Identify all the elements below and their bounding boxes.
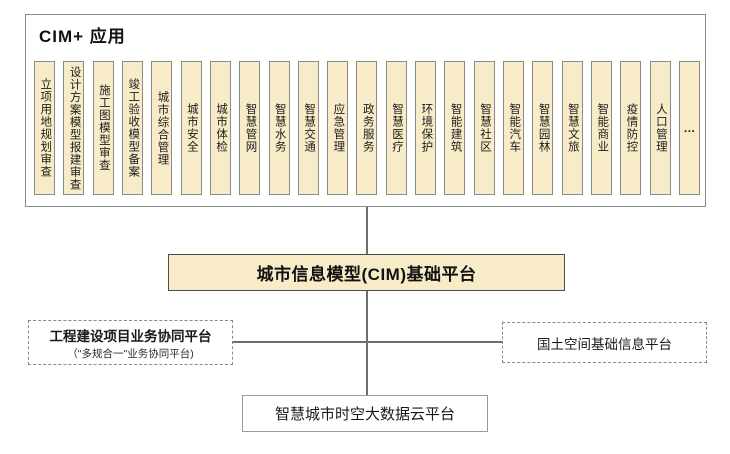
project-collaboration-platform-subtitle: （"多规合一"业务协同平台) — [67, 347, 194, 360]
app-bar: 政务服务 — [356, 61, 378, 195]
smart-city-cloud-platform-box: 智慧城市时空大数据云平台 — [242, 395, 488, 432]
app-bar: 智能汽车 — [503, 61, 524, 195]
app-bar: 环境保护 — [415, 61, 437, 195]
app-bars-row: 立项用地规划审查 设计方案模型报建审查 施工图模型审查 竣工验收模型备案 城市综… — [34, 61, 700, 196]
app-bar: 疫情防控 — [620, 61, 642, 195]
app-bar: 智慧水务 — [268, 61, 290, 195]
app-bar-label: 智能商业 — [596, 103, 609, 153]
app-bar-label: 环境保护 — [420, 103, 433, 153]
app-bar-label: 智慧医疗 — [391, 103, 403, 153]
app-bar-label: 政务服务 — [361, 103, 374, 153]
cim-base-platform-label: 城市信息模型(CIM)基础平台 — [256, 265, 477, 284]
app-bar-label: 施工图模型审查 — [97, 84, 110, 172]
app-bar-label: 疫情防控 — [625, 103, 638, 153]
app-bar: 智慧园林 — [532, 61, 554, 195]
app-bar: 智慧社区 — [473, 61, 495, 195]
project-collaboration-platform-title: 工程建设项目业务协同平台 — [49, 328, 212, 344]
app-bar: 人口管理 — [649, 61, 671, 195]
app-bar: 智慧文旅 — [561, 61, 583, 195]
app-bar-label: 智慧园林 — [537, 103, 550, 153]
app-bar-label: 城市综合管理 — [156, 90, 169, 166]
connector-platform-to-cloud — [366, 291, 368, 395]
app-bar-label: 智慧水务 — [273, 103, 286, 153]
app-bar: 城市综合管理 — [151, 61, 173, 195]
cim-apps-title: CIM+ 应用 — [39, 27, 126, 46]
connector-apps-to-platform — [366, 207, 368, 254]
app-bar-label: 城市体检 — [215, 103, 228, 153]
territorial-spatial-platform-box: 国土空间基础信息平台 — [502, 322, 707, 363]
cim-apps-container: CIM+ 应用 立项用地规划审查 设计方案模型报建审查 施工图模型审查 竣工验收… — [25, 14, 706, 207]
app-bar: 立项用地规划审查 — [34, 61, 55, 195]
app-bar: 竣工验收模型备案 — [121, 61, 143, 195]
app-bar-label: 智能汽车 — [508, 103, 521, 153]
app-bar-label: 城市安全 — [185, 103, 198, 153]
app-bar-label: 竣工验收模型备案 — [127, 78, 140, 178]
app-bar: 设计方案模型报建审查 — [63, 61, 85, 195]
app-bar-label: 智慧交通 — [303, 103, 316, 153]
app-bar: 城市安全 — [180, 61, 202, 195]
cim-base-platform-box: 城市信息模型(CIM)基础平台 — [168, 254, 565, 291]
app-bar: 城市体检 — [209, 61, 231, 195]
app-bar: 智慧医疗 — [385, 61, 407, 195]
app-bar-label: 智能建筑 — [449, 103, 462, 153]
app-bar-label: … — [683, 121, 696, 135]
app-bar: 智能商业 — [590, 61, 612, 195]
app-bar: 智慧交通 — [297, 61, 319, 195]
app-bar-label: 设计方案模型报建审查 — [68, 65, 81, 191]
app-bar: 智慧管网 — [239, 61, 261, 195]
app-bar-label: 智慧管网 — [244, 103, 257, 153]
project-collaboration-platform-box: 工程建设项目业务协同平台 （"多规合一"业务协同平台) — [28, 320, 233, 365]
smart-city-cloud-platform-label: 智慧城市时空大数据云平台 — [274, 406, 455, 423]
app-bar-label: 人口管理 — [654, 103, 667, 153]
connector-left-to-right-platform — [233, 341, 502, 343]
app-bar: 施工图模型审查 — [92, 61, 114, 195]
territorial-spatial-platform-label: 国土空间基础信息平台 — [537, 336, 672, 352]
app-bar-label: 应急管理 — [332, 103, 345, 153]
app-bar-label: 智慧社区 — [478, 103, 491, 153]
app-bar-label: 智慧文旅 — [566, 103, 579, 153]
app-bar: … — [678, 61, 700, 195]
app-bar-label: 立项用地规划审查 — [39, 78, 52, 178]
app-bar: 应急管理 — [327, 61, 349, 195]
app-bar: 智能建筑 — [444, 61, 466, 195]
